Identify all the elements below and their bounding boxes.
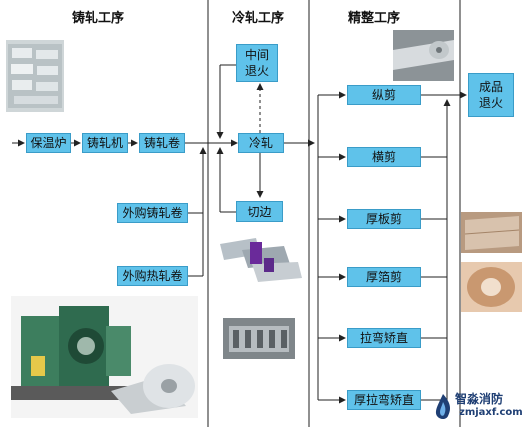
box-final-annealing: 成品退火 [468,73,514,117]
annealing-furnace-photo [223,318,295,359]
watermark: 智淼消防 zmjaxf.com [430,390,526,427]
header-casting: 铸轧工序 [72,11,125,26]
header-finishing: 精整工序 [348,11,401,26]
box-caster: 铸轧机 [82,133,128,153]
watermark-name: 智淼消防 [455,392,504,406]
box-purchased-cast-coil: 外购铸轧卷 [117,203,188,223]
box-thick-tension-leveling: 厚拉弯矫直 [347,390,421,410]
box-trimming: 切边 [236,201,283,222]
coil-strip-illustration [212,232,304,290]
box-slitting: 纵剪 [347,85,421,105]
box-cold-rolling: 冷轧 [238,133,284,153]
foil-coil-photo [461,262,522,312]
box-cross-cutting: 横剪 [347,147,421,167]
flame-logo-icon [435,394,451,419]
ingot-photo [6,40,64,112]
watermark-url: zmjaxf.com [459,407,523,418]
slitting-photo [393,30,454,81]
plate-product-photo [461,212,522,253]
box-thick-foil-cutting: 厚箔剪 [347,267,421,287]
box-thick-plate-cutting: 厚板剪 [347,209,421,229]
box-cast-coil: 铸轧卷 [139,133,185,153]
caster-machine-photo [11,296,198,418]
box-intermediate-annealing: 中间退火 [236,44,278,82]
header-cold-rolling: 冷轧工序 [232,11,285,26]
box-tension-leveling: 拉弯矫直 [347,328,421,348]
box-purchased-hot-coil: 外购热轧卷 [117,266,188,286]
box-holding-furnace: 保温炉 [26,133,71,153]
